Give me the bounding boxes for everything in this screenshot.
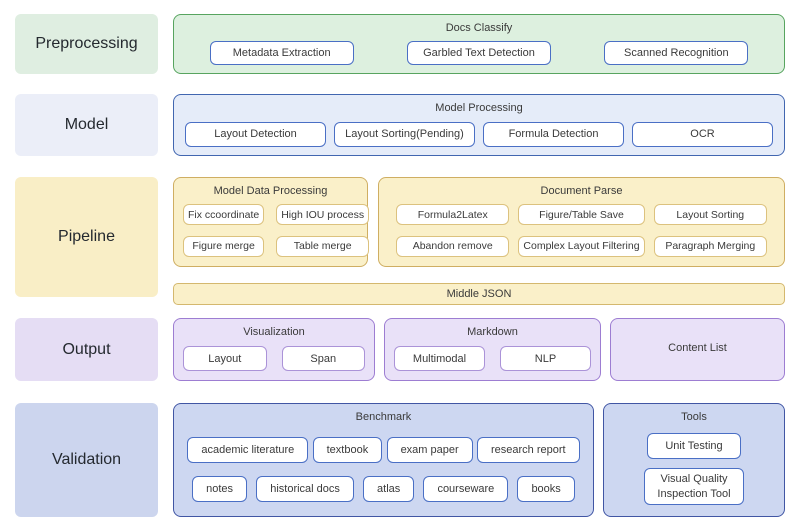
row-pipeline: Pipeline Model Data Processing Fix ccoor… (15, 177, 785, 305)
node-ocr: OCR (632, 121, 773, 147)
node-historical-docs: historical docs (256, 475, 354, 502)
group-document-parse: Document Parse Formula2Latex Figure/Tabl… (378, 177, 785, 267)
node-layout-sorting: Layout Sorting (653, 204, 767, 225)
node-courseware: courseware (423, 475, 509, 502)
node-notes: notes (192, 475, 248, 502)
node-nlp: NLP (500, 346, 591, 371)
model-processing-nodes: Layout Detection Layout Sorting(Pending)… (183, 121, 775, 147)
node-academic-literature: academic literature (187, 436, 309, 463)
node-books: books (517, 475, 575, 502)
node-layout: Layout (183, 346, 267, 371)
node-fix-coordinate: Fix ccoordinate (183, 204, 265, 225)
docs-classify-nodes: Metadata Extraction Garbled Text Detecti… (183, 41, 775, 65)
tools-nodes: Unit Testing Visual Quality Inspection T… (644, 430, 744, 508)
row-output: Output Visualization Layout Span Markdow… (15, 318, 785, 381)
node-multimodal: Multimodal (394, 346, 485, 371)
node-abandon-remove: Abandon remove (396, 235, 510, 257)
stage-label-pipeline: Pipeline (15, 177, 158, 297)
visualization-nodes: Layout Span (183, 345, 365, 372)
group-title-markdown: Markdown (467, 326, 518, 338)
group-title-document-parse: Document Parse (540, 185, 623, 197)
stage-label-output: Output (15, 318, 158, 381)
node-complex-layout-filtering: Complex Layout Filtering (518, 235, 645, 257)
document-parse-nodes: Formula2Latex Figure/Table Save Layout S… (388, 204, 775, 258)
node-exam-paper: exam paper (386, 436, 473, 463)
node-paragraph-merging: Paragraph Merging (653, 235, 767, 257)
stage-label-model: Model (15, 94, 158, 156)
node-content-list: Content List (668, 341, 727, 354)
row-preprocessing: Preprocessing Docs Classify Metadata Ext… (15, 14, 785, 74)
group-title-visualization: Visualization (243, 326, 305, 338)
benchmark-nodes-row1: academic literature textbook exam paper … (183, 430, 584, 469)
node-layout-detection: Layout Detection (185, 121, 326, 147)
node-scanned-recognition: Scanned Recognition (604, 41, 749, 65)
node-unit-testing: Unit Testing (647, 433, 741, 460)
group-tools: Tools Unit Testing Visual Quality Inspec… (603, 403, 785, 517)
group-title-benchmark: Benchmark (355, 411, 412, 423)
markdown-nodes: Multimodal NLP (394, 345, 591, 372)
group-benchmark: Benchmark academic literature textbook e… (173, 403, 594, 517)
row-validation: Validation Benchmark academic literature… (15, 403, 785, 517)
node-atlas: atlas (363, 475, 415, 502)
group-title-model-processing: Model Processing (435, 102, 523, 114)
group-docs-classify: Docs Classify Metadata Extraction Garble… (173, 14, 785, 74)
benchmark-nodes-row2: notes historical docs atlas courseware b… (183, 469, 584, 508)
stage-label-preprocessing: Preprocessing (15, 14, 158, 74)
group-title-model-data-processing: Model Data Processing (213, 185, 328, 197)
node-visual-quality-inspection-tool: Visual Quality Inspection Tool (644, 468, 744, 505)
node-span: Span (281, 346, 365, 371)
node-layout-sorting-pending: Layout Sorting(Pending) (334, 121, 475, 147)
model-data-processing-nodes: Fix ccoordinate High IOU process Figure … (183, 204, 370, 258)
node-research-report: research report (477, 436, 580, 463)
group-title-tools: Tools (681, 411, 707, 423)
group-content-list: Content List (610, 318, 785, 381)
node-formula-detection: Formula Detection (483, 121, 624, 147)
row-model: Model Model Processing Layout Detection … (15, 94, 785, 156)
group-markdown: Markdown Multimodal NLP (384, 318, 601, 381)
node-high-iou-process: High IOU process (276, 204, 370, 225)
stage-label-validation: Validation (15, 403, 158, 517)
group-model-data-processing: Model Data Processing Fix ccoordinate Hi… (173, 177, 370, 267)
node-formula2latex: Formula2Latex (396, 204, 510, 225)
group-visualization: Visualization Layout Span (173, 318, 375, 381)
group-model-processing: Model Processing Layout Detection Layout… (173, 94, 785, 156)
node-garbled-text-detection: Garbled Text Detection (406, 41, 551, 65)
node-textbook: textbook (312, 436, 383, 463)
node-figure-table-save: Figure/Table Save (518, 204, 645, 225)
group-title-docs-classify: Docs Classify (445, 22, 513, 34)
node-table-merge: Table merge (276, 235, 370, 257)
node-figure-merge: Figure merge (183, 235, 265, 257)
node-metadata-extraction: Metadata Extraction (209, 41, 354, 65)
node-middle-json: Middle JSON (173, 283, 785, 305)
